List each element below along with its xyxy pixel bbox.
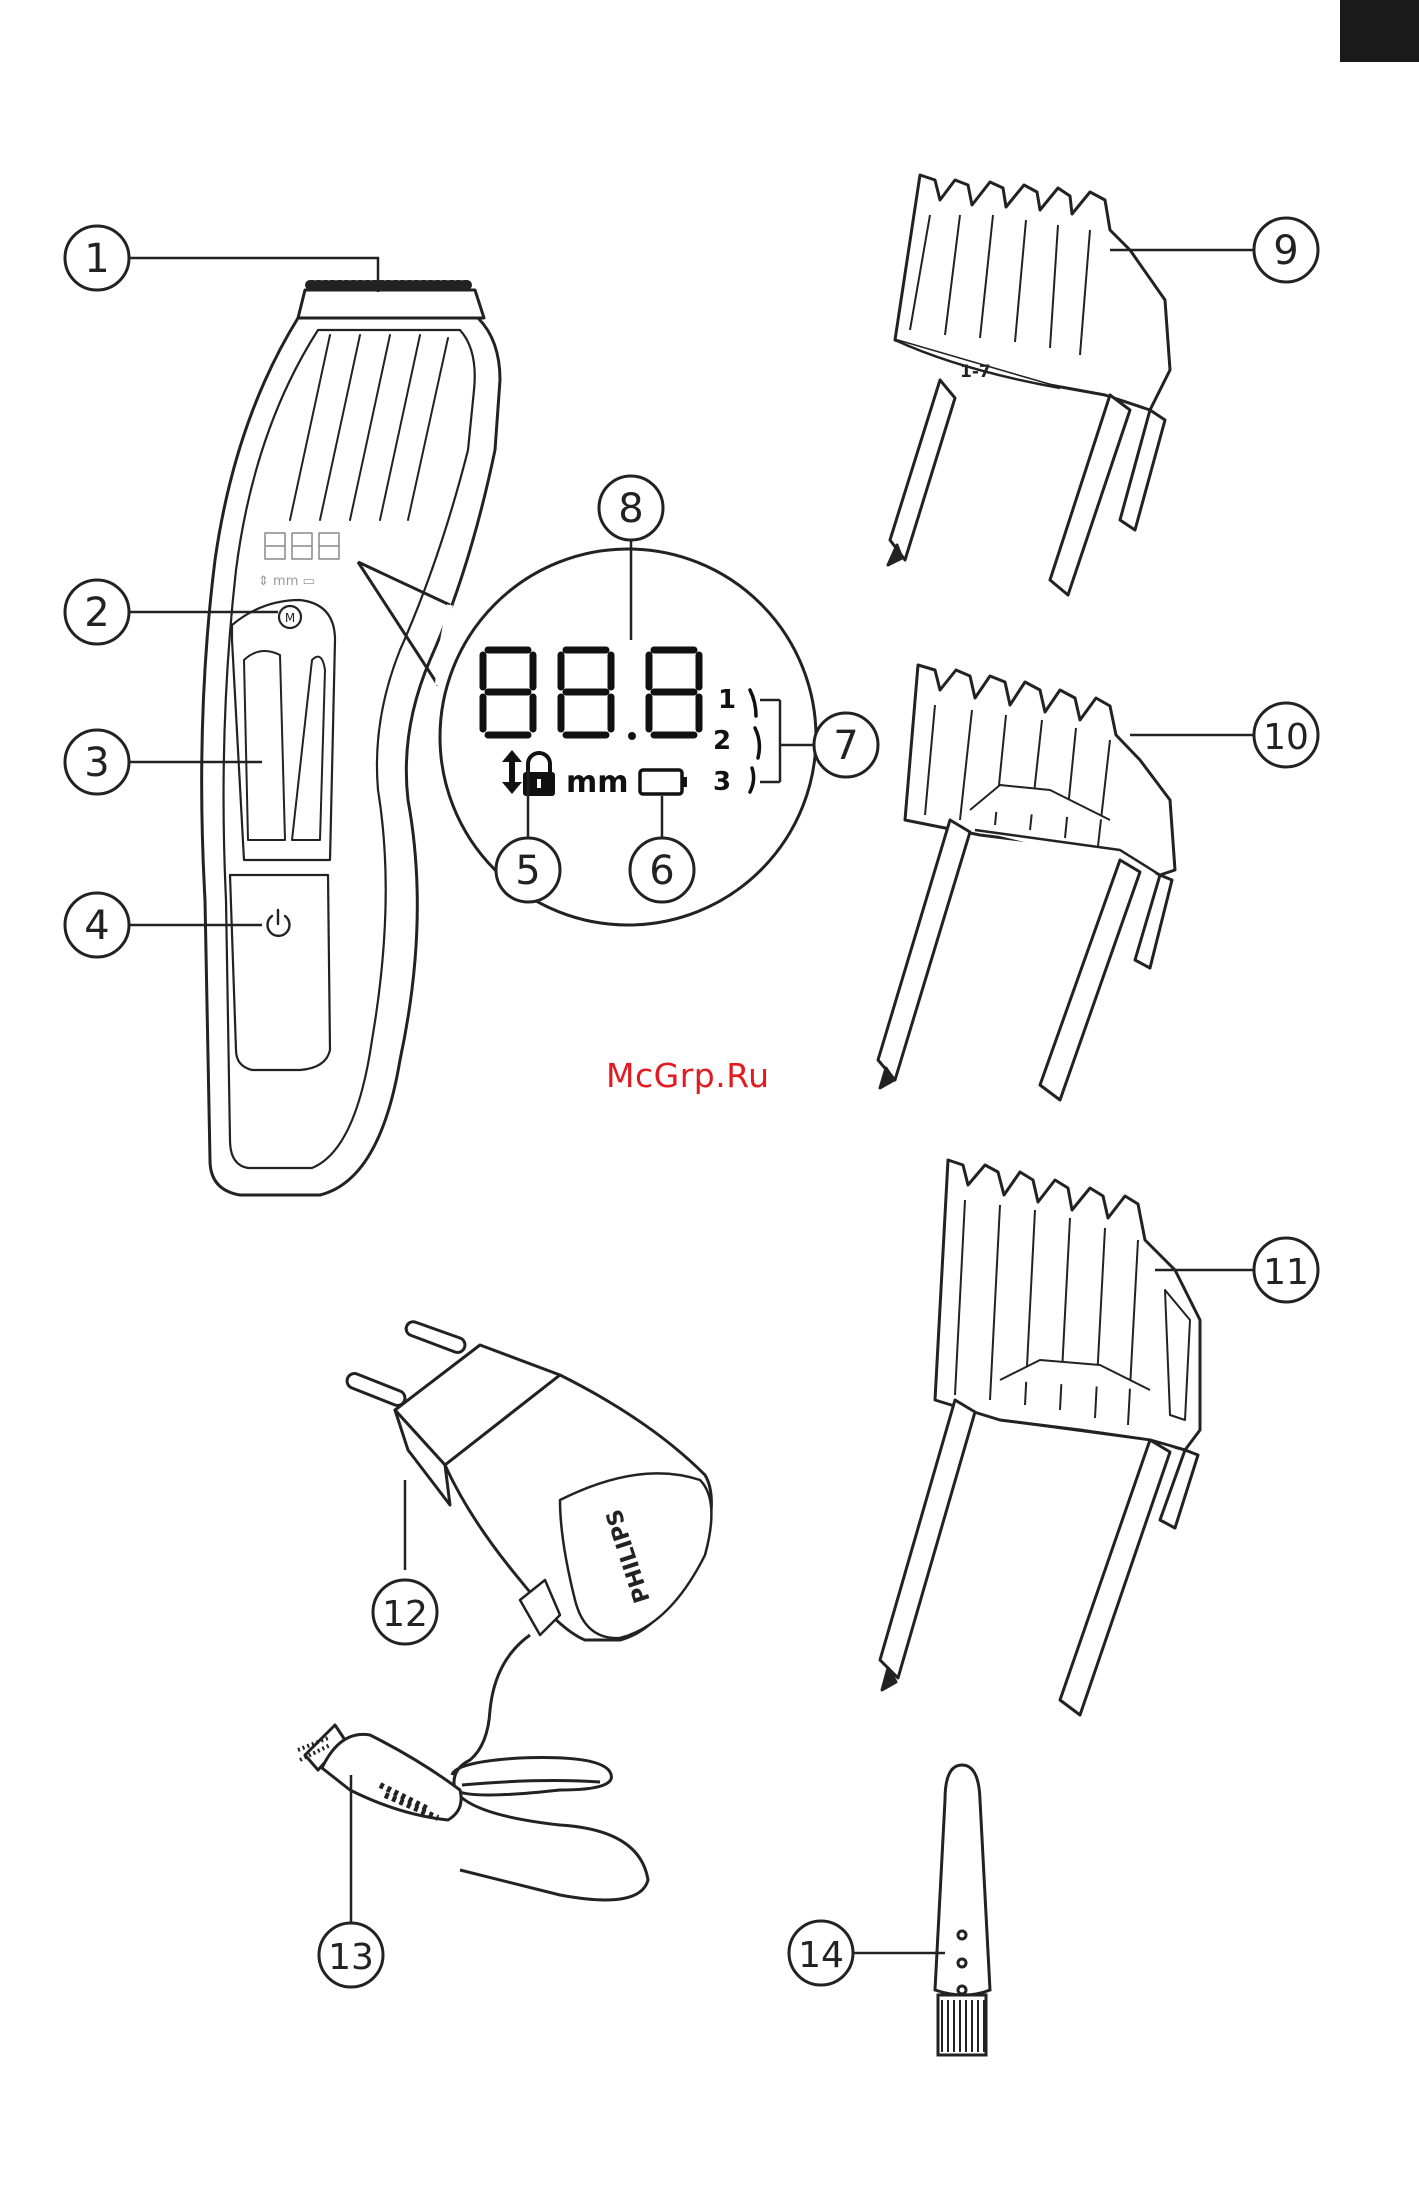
svg-text:8: 8 (618, 486, 643, 532)
unit-label: mm (566, 765, 629, 800)
svg-text:6: 6 (649, 848, 674, 894)
svg-text:14: 14 (798, 1935, 844, 1976)
callout-7: 7 (814, 713, 878, 777)
callout-14: 14 (789, 1921, 853, 1985)
comb-medium (878, 665, 1175, 1100)
svg-text:11: 11 (1263, 1252, 1309, 1293)
svg-text:⇕ mm ▭: ⇕ mm ▭ (258, 574, 315, 589)
callout-1: 1 (65, 226, 129, 290)
svg-text:13: 13 (328, 1937, 374, 1978)
callout-9: 9 (1254, 218, 1318, 282)
comb-length-label: 1-7 (960, 362, 991, 382)
adapter-cord (452, 1635, 648, 1900)
svg-text:7: 7 (833, 723, 858, 769)
callout-3: 3 (65, 730, 129, 794)
svg-text:10: 10 (1263, 717, 1309, 758)
watermark-text: McGrp.Ru (606, 1056, 816, 1112)
mode-button-label: M (285, 611, 295, 625)
comb-small: 1-7 (888, 175, 1170, 595)
comb-large (880, 1160, 1200, 1715)
callout-8: 8 (599, 476, 663, 540)
callout-2: 2 (65, 580, 129, 644)
svg-text:4: 4 (84, 903, 109, 949)
svg-text:9: 9 (1273, 228, 1298, 274)
svg-text:3: 3 (84, 740, 109, 786)
appliance-plug (298, 1725, 461, 1820)
callout-10: 10 (1254, 703, 1318, 767)
callout-13: 13 (319, 1923, 383, 1987)
callout-11: 11 (1254, 1238, 1318, 1302)
cleaning-brush (935, 1765, 990, 2055)
svg-text:5: 5 (515, 848, 540, 894)
svg-text:1: 1 (84, 236, 109, 282)
speed-level-3: 3 (713, 767, 731, 797)
svg-text:12: 12 (382, 1594, 428, 1635)
page-corner-tab (1340, 0, 1419, 62)
svg-text:2: 2 (84, 590, 109, 636)
decimal-point (628, 732, 636, 740)
callout-5: 5 (496, 838, 560, 902)
speed-level-2: 2 (713, 726, 731, 756)
callout-4: 4 (65, 893, 129, 957)
callout-12: 12 (373, 1580, 437, 1644)
callout-6: 6 (630, 838, 694, 902)
speed-level-1: 1 (718, 685, 736, 715)
clipper-blade (298, 285, 484, 318)
